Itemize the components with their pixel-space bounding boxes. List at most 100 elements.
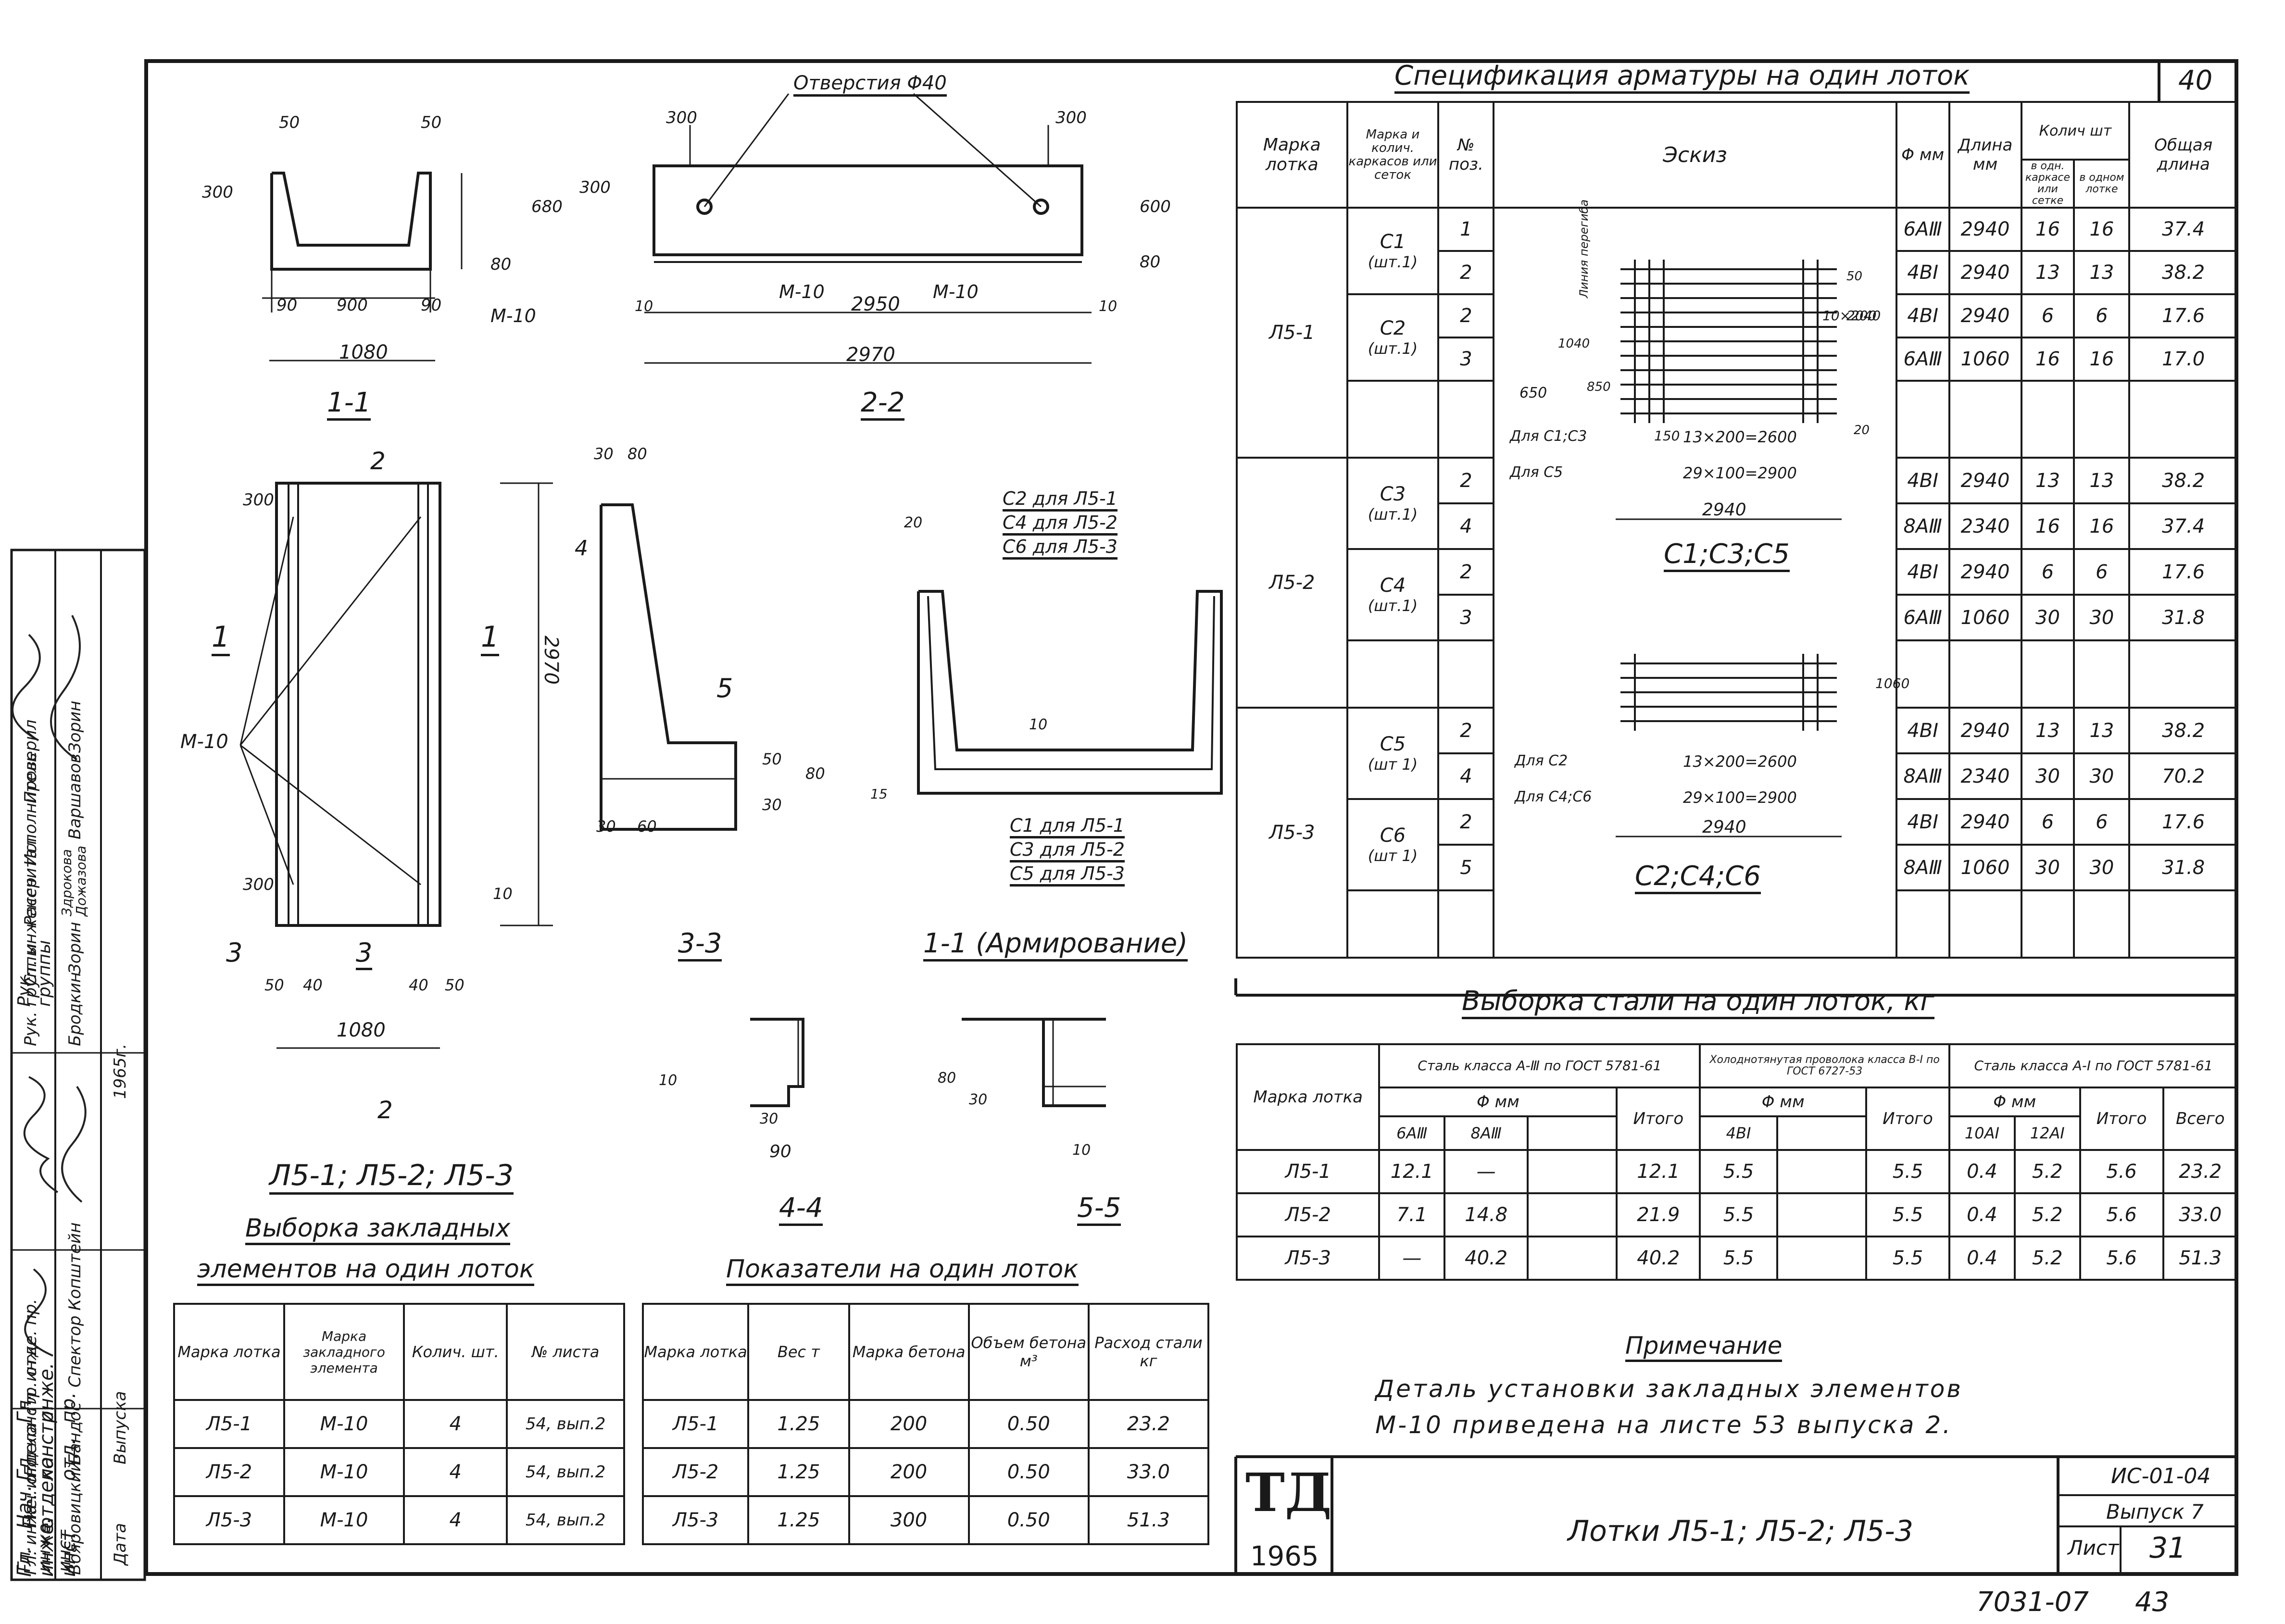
spec-q2: 6	[2073, 798, 2131, 846]
spec-q1: 13	[2020, 250, 2075, 295]
spec-dia: 4ВⅠ	[1895, 548, 1950, 596]
series-code: ИС-01-04	[2111, 1464, 2211, 1488]
embedded-title-2: элементов на один лоток	[197, 1255, 535, 1286]
embedded-cell: 4	[403, 1399, 508, 1449]
dim-label: 300	[666, 108, 697, 127]
steel-cell: 5.5	[1865, 1192, 1950, 1237]
mesh-callout: С5 для Л5-3	[1010, 863, 1125, 887]
spec-q2: 30	[2073, 752, 2131, 800]
spec-q1: 30	[2020, 844, 2075, 891]
dim-label: 10	[1072, 1142, 1091, 1159]
steel-cell: 12.1	[1378, 1149, 1446, 1194]
mesh-callout: С3 для Л5-2	[1010, 839, 1125, 862]
indicators-cell: 200	[848, 1447, 970, 1497]
spec-dia: 4ВⅠ	[1895, 250, 1950, 295]
steel-cell: 5.5	[1865, 1149, 1950, 1194]
spec-len: 2940	[1948, 798, 2022, 846]
spec-mark: Л5-1	[1236, 207, 1348, 459]
dim-label: 2950	[851, 293, 900, 315]
frame-count: (шт.1)	[1368, 597, 1418, 615]
dim-label: 60	[637, 817, 657, 836]
spec-pos: 2	[1437, 798, 1495, 846]
embed-label: М-10	[490, 305, 536, 326]
cut-mark: 1	[481, 620, 500, 656]
embedded-col: № листа	[506, 1303, 625, 1401]
spec-dia: 8АⅢ	[1895, 752, 1950, 800]
spec-total: 37.4	[2128, 502, 2238, 550]
spec-total: 38.2	[2128, 457, 2238, 504]
spec-len: 1060	[1948, 337, 2022, 382]
steel-cell: —	[1378, 1236, 1446, 1281]
steel-cell: 5.2	[2013, 1149, 2081, 1194]
cut-mark: 2	[370, 447, 386, 475]
dim-label: 80	[490, 255, 512, 274]
spec-q1: 13	[2020, 707, 2075, 754]
rebar-spec-table: Марка лотка Марка и колич. каркасов или …	[1236, 101, 2238, 959]
dim-label: 50	[264, 976, 284, 994]
steel-cell: 21.9	[1616, 1192, 1701, 1237]
col-total: Общая длина	[2128, 101, 2238, 209]
frame-name: С1	[1380, 231, 1406, 253]
indicators-col: Вес т	[747, 1303, 850, 1401]
dim-label: 600	[1140, 197, 1171, 216]
dim-label: 90	[769, 1142, 791, 1162]
mesh-callout: С2 для Л5-1	[1003, 488, 1117, 512]
sketch-label: 150	[1654, 428, 1680, 444]
signature-stamp: Гл. инже. инст Нач. отдела Гл. констр. о…	[10, 548, 147, 1582]
cut-mark: 3	[356, 937, 373, 970]
indicators-col: Расход стали кг	[1087, 1303, 1210, 1401]
steel-group-a3: Сталь класса А-Ⅲ по ГОСТ 5781-61	[1378, 1043, 1701, 1088]
steel-dia-a3: Φ мм	[1378, 1087, 1618, 1117]
spec-pos: 2	[1437, 548, 1495, 596]
section-label-5-5: 5-5	[1077, 1192, 1121, 1226]
indicators-cell: 200	[848, 1399, 970, 1449]
spec-len: 2940	[1948, 548, 2022, 596]
spec-frame: С2(шт.1)	[1346, 293, 1440, 382]
spec-q1: 6	[2020, 798, 2075, 846]
steel-cell: 5.5	[1699, 1192, 1778, 1237]
indicators-cell: Л5-1	[641, 1399, 750, 1449]
sketch-label: 13×200=2600	[1683, 428, 1797, 446]
steel-cell: 5.5	[1699, 1236, 1778, 1281]
sketch-label: 10×200	[1822, 308, 1877, 324]
steel-title: Выборка стали на один лоток, кг	[1462, 986, 1934, 1019]
spec-pos: 1	[1437, 207, 1495, 252]
spec-dia: 4ВⅠ	[1895, 293, 1950, 338]
steel-cell: 5.6	[2079, 1149, 2164, 1194]
sketch-label: Для С2	[1515, 752, 1568, 769]
col-pos: № поз.	[1437, 101, 1495, 209]
spec-pos: 3	[1437, 594, 1495, 641]
mesh-callout: С6 для Л5-3	[1003, 536, 1117, 560]
spec-q1: 30	[2020, 594, 2075, 641]
note-line-2: М-10 приведена на листе 53 выпуска 2.	[1375, 1411, 1953, 1439]
spec-dia: 4ВⅠ	[1895, 707, 1950, 754]
embed-label: М-10	[180, 731, 228, 753]
indicators-table: Марка лотка Вес т Марка бетона Объем бет…	[641, 1303, 1210, 1545]
spec-q2: 6	[2073, 548, 2131, 596]
steel-dia-b1: Φ мм	[1699, 1087, 1868, 1117]
steel-col-mark: Марка лотка	[1235, 1043, 1381, 1151]
dim-label: 30	[594, 445, 614, 463]
spec-total: 17.0	[2128, 337, 2238, 382]
embedded-col: Колич. шт.	[403, 1303, 508, 1401]
embedded-col: Марка лотка	[173, 1303, 285, 1401]
dim-label: 90	[276, 296, 298, 315]
section-label-4-4: 4-4	[779, 1192, 823, 1226]
mesh-callout: С1 для Л5-1	[1010, 815, 1125, 838]
dim-label: 15	[870, 786, 888, 802]
steel-mark: Л5-2	[1235, 1192, 1381, 1237]
dim-label: 300	[202, 183, 233, 202]
embedded-cell: 4	[403, 1495, 508, 1545]
cut-mark: 1	[212, 620, 230, 656]
steel-cell: 5.6	[2079, 1192, 2164, 1237]
indicators-cell: Л5-3	[641, 1495, 750, 1545]
dim-label: 300	[243, 490, 274, 510]
sketch-label: 2940	[1702, 817, 1746, 837]
cut-mark: 2	[377, 1096, 393, 1124]
plan-title: Л5-1; Л5-2; Л5-3	[269, 1159, 514, 1195]
indicators-col: Объем бетона м³	[967, 1303, 1090, 1401]
indicators-cell: 23.2	[1087, 1399, 1210, 1449]
steel-cell: 5.2	[2013, 1236, 2081, 1281]
dim-label: 300	[243, 875, 274, 894]
frame-count: (шт 1)	[1368, 755, 1418, 774]
